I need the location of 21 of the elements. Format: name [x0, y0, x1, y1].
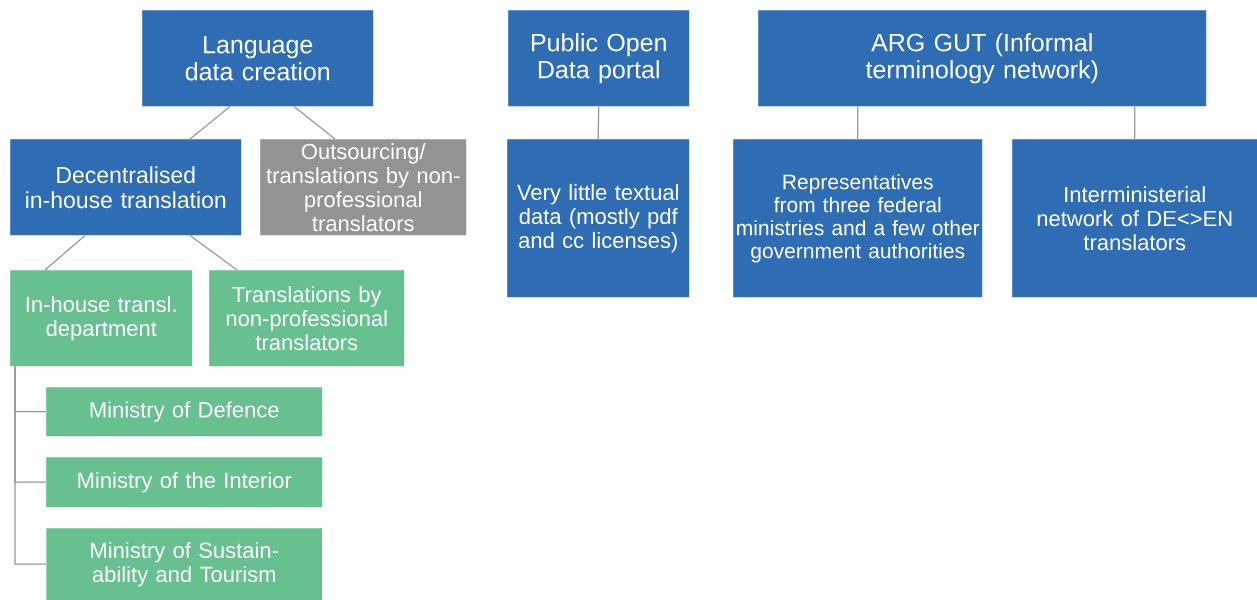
connector-line	[14, 365, 47, 565]
process-box: In-house transl. department	[10, 270, 193, 367]
process-box: Representatives from three federal ministries and a few other government authorities	[733, 139, 983, 298]
process-box: Decentralised in-house translation	[10, 139, 242, 236]
process-box: Very little textual data (mostly pdf and cc licenses)	[507, 139, 690, 298]
process-box: Translations by non-professional translators	[209, 270, 405, 367]
process-box: Ministry of Sustain-ability and Tourism	[46, 528, 323, 600]
process-box: Language data creation	[142, 10, 374, 107]
connector-line	[44, 234, 86, 271]
process-box: ARG GUT (Informal terminology network)	[758, 10, 1207, 107]
connector-line	[293, 105, 336, 140]
connector-line	[189, 105, 231, 140]
connector-line	[1134, 105, 1136, 140]
process-box: Outsourcing/ translations by non-professional translators	[260, 139, 467, 236]
connector-line	[189, 234, 238, 271]
connector-line	[857, 105, 859, 140]
process-box: Public Open Data portal	[508, 10, 690, 107]
process-box: Interministerial network of DE<>EN translators	[1012, 139, 1257, 298]
process-box: Ministry of Defence	[46, 387, 323, 437]
process-box: Ministry of the Interior	[46, 457, 323, 508]
connector-line	[597, 105, 600, 140]
